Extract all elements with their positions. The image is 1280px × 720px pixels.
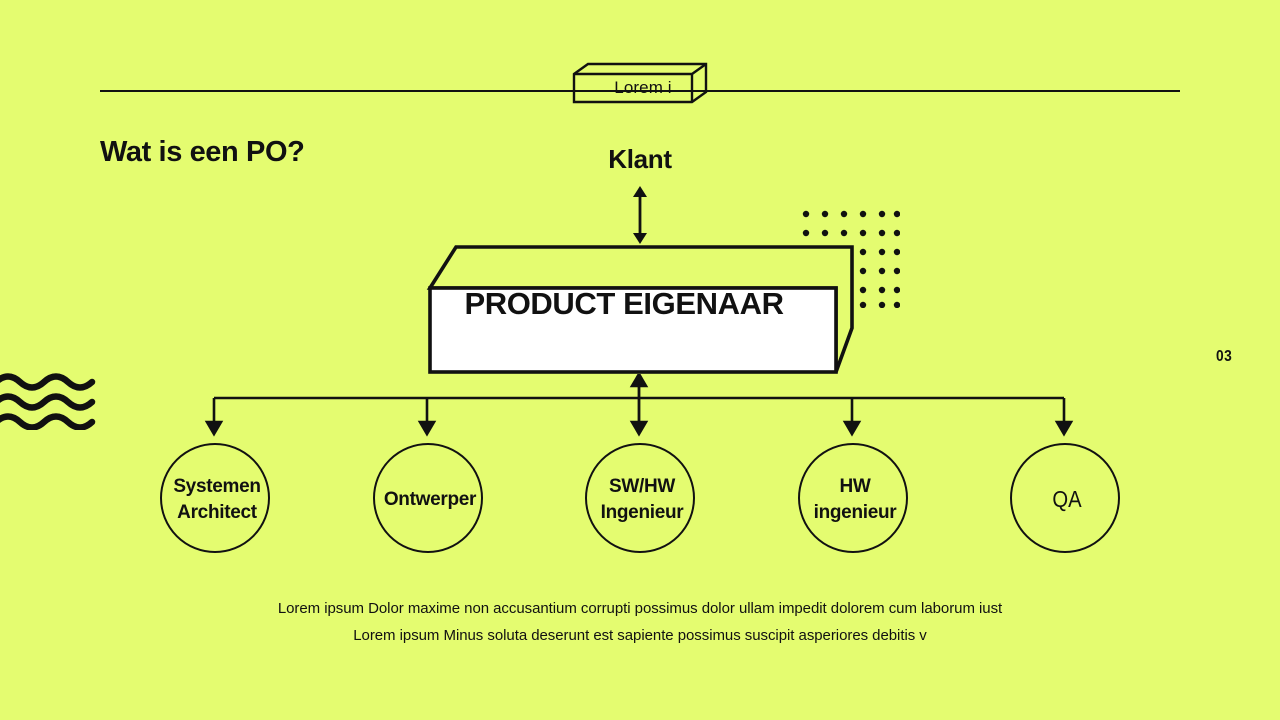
klant-node-label: Klant [608, 144, 672, 174]
org-connector-lines [204, 374, 1074, 437]
role-label-line2: ingenieur [813, 502, 897, 523]
caption-block: Lorem ipsum Dolor maxime non accusantium… [0, 595, 1280, 649]
role-label-hw-ingenieur: HW ingenieur [770, 445, 940, 555]
role-node-qa[interactable]: QA [1010, 443, 1120, 553]
role-label-ontwerper: Ontwerper [345, 445, 515, 555]
role-label-line1: Ontwerper [383, 489, 477, 511]
header-badge-shape [572, 62, 708, 104]
role-label-line2: Ingenieur [600, 502, 684, 523]
dot-grid-icon [800, 208, 901, 313]
caption-line-2: Lorem ipsum Minus soluta deserunt est sa… [353, 627, 927, 644]
header-divider-line [100, 90, 1180, 92]
role-label-line1: SW/HW [608, 476, 676, 498]
role-label-line1: QA [1052, 486, 1082, 513]
role-node-hw-ingenieur[interactable]: HW ingenieur [798, 443, 908, 553]
page-title: Wat is een PO? [100, 136, 305, 168]
caption-line-1: Lorem ipsum Dolor maxime non accusantium… [277, 600, 1003, 617]
wavy-lines-icon [0, 372, 98, 435]
role-label-qa: QA [992, 445, 1142, 555]
role-label-line1: Systemen [173, 476, 261, 498]
header-badge: Lorem i [572, 62, 708, 104]
product-owner-node: PRODUCT EIGENAAR [424, 240, 860, 380]
role-label-line2: Architect [177, 502, 257, 523]
page-number: 03 [1216, 348, 1233, 365]
role-label-line1: HW [839, 476, 871, 498]
role-node-sw-hw-ingenieur[interactable]: SW/HW Ingenieur [585, 443, 695, 553]
product-owner-box-shape [426, 245, 854, 374]
header-badge-label: Lorem i [614, 77, 672, 97]
role-node-ontwerper[interactable]: Ontwerper [373, 443, 483, 553]
role-node-systemen-architect[interactable]: Systemen Architect [160, 443, 270, 553]
role-label-systemen-architect: Systemen Architect [132, 445, 302, 555]
product-owner-label: PRODUCT EIGENAAR [464, 286, 784, 321]
role-label-sw-hw-ingenieur: SW/HW Ingenieur [557, 445, 727, 555]
klant-connector-arrow [633, 186, 647, 244]
